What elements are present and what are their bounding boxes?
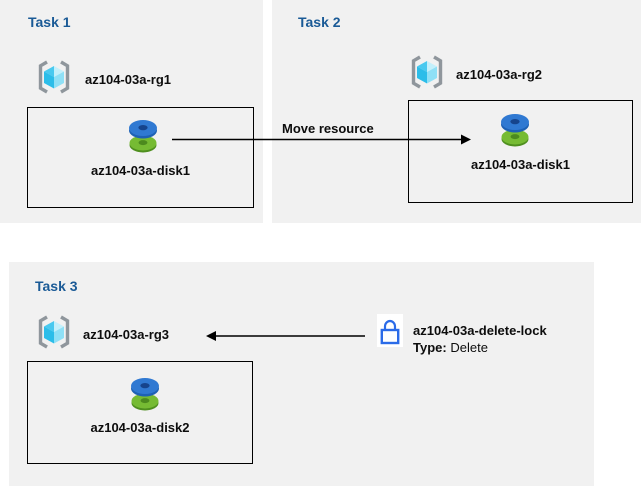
- task2-panel: Task 2 az104-03a-rg2 az104-03a-disk1: [272, 0, 641, 223]
- task2-resource-box: [408, 100, 633, 203]
- lock-type-value: Delete: [450, 340, 488, 355]
- resource-group-icon: [38, 60, 70, 94]
- task1-title: Task 1: [28, 14, 71, 30]
- lock-type-line: Type: Delete: [413, 339, 547, 356]
- disk-icon: [501, 114, 529, 147]
- task1-disk-label: az104-03a-disk1: [90, 163, 190, 178]
- task3-panel: Task 3 az104-03a-rg3 az104-03a-disk2 az1…: [9, 262, 594, 486]
- resource-group-icon: [38, 315, 70, 349]
- task2-title: Task 2: [298, 14, 341, 30]
- lock-icon: [380, 319, 400, 345]
- lock-name-label: az104-03a-delete-lock: [413, 323, 547, 338]
- task1-panel: Task 1 az104-03a-rg1 az104-03a-disk1: [0, 0, 263, 223]
- lock-annotation: az104-03a-delete-lock Type: Delete: [413, 322, 547, 356]
- disk-icon: [129, 120, 157, 153]
- lock-icon-frame: [377, 314, 403, 347]
- task1-resource-group-label: az104-03a-rg1: [85, 72, 171, 87]
- task3-title: Task 3: [35, 278, 78, 294]
- task3-resource-box: [27, 361, 253, 464]
- task3-resource-group-label: az104-03a-rg3: [83, 327, 169, 342]
- task3-disk-label: az104-03a-disk2: [90, 420, 190, 435]
- disk-icon: [131, 378, 159, 411]
- task2-resource-group-label: az104-03a-rg2: [456, 67, 542, 82]
- lock-type-label: Type:: [413, 340, 447, 355]
- task1-resource-box: [27, 107, 254, 208]
- move-resource-label: Move resource: [282, 121, 374, 136]
- resource-group-icon: [411, 55, 443, 89]
- task2-disk-label: az104-03a-disk1: [470, 157, 570, 172]
